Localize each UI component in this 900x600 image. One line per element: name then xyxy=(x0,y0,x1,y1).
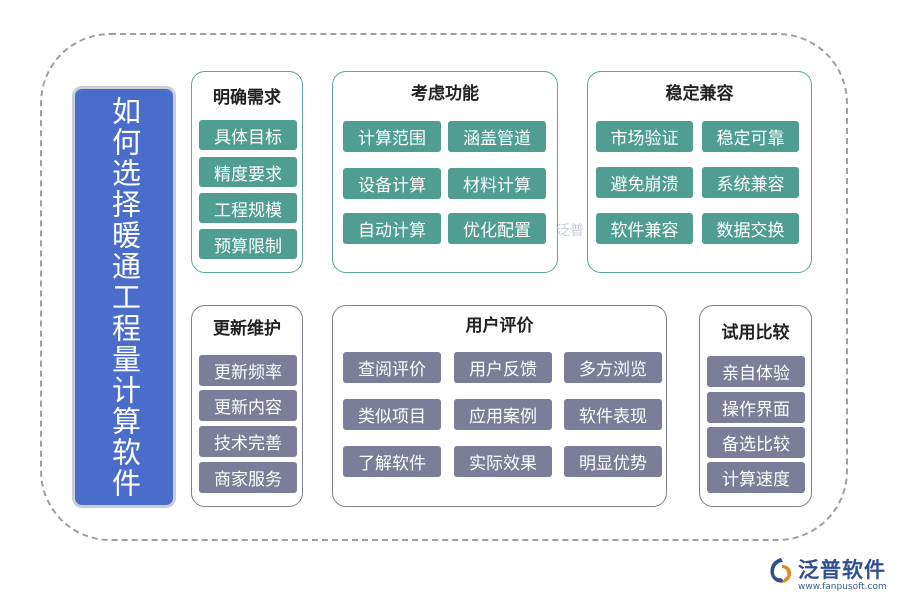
item-chip: 材料计算 xyxy=(448,168,546,199)
item-chip: 系统兼容 xyxy=(702,167,799,198)
item-chip: 更新频率 xyxy=(199,355,297,386)
item-chip: 涵盖管道 xyxy=(448,121,546,152)
item-chip: 更新内容 xyxy=(199,390,297,421)
item-chip: 操作界面 xyxy=(707,392,805,423)
item-chip: 精度要求 xyxy=(199,157,297,187)
item-chip: 类似项目 xyxy=(343,399,441,430)
item-chip: 查阅评价 xyxy=(343,352,441,383)
brand-name: 泛普软件 xyxy=(798,558,886,582)
brand-url: www.fanpusoft.com xyxy=(798,582,887,592)
item-chip: 用户反馈 xyxy=(454,352,552,383)
item-chip: 商家服务 xyxy=(199,462,297,493)
item-chip: 工程规模 xyxy=(199,193,297,223)
group-title: 更新维护 xyxy=(213,319,281,339)
item-chip: 应用案例 xyxy=(454,399,552,430)
brand-logo-icon xyxy=(770,558,792,583)
group-features: 考虑功能 计算范围 涵盖管道 设备计算 材料计算 自动计算 优化配置 xyxy=(332,71,558,273)
group-title: 稳定兼容 xyxy=(665,84,734,104)
group-stability: 稳定兼容 市场验证 稳定可靠 避免崩溃 系统兼容 软件兼容 数据交换 xyxy=(587,71,812,273)
item-chip: 计算速度 xyxy=(707,462,805,493)
watermark: 泛普 xyxy=(556,223,584,239)
main-title-box: 如何选择暖通工程量计算软件 xyxy=(72,86,176,508)
item-chip: 备选比较 xyxy=(707,427,805,458)
item-chip: 市场验证 xyxy=(596,121,693,152)
group-title: 试用比较 xyxy=(721,323,790,343)
item-chip: 软件兼容 xyxy=(596,213,693,244)
item-chip: 自动计算 xyxy=(343,213,441,244)
item-chip: 预算限制 xyxy=(199,229,297,259)
item-chip: 多方浏览 xyxy=(564,352,662,383)
item-chip: 软件表现 xyxy=(564,399,662,430)
group-requirements: 明确需求 具体目标 精度要求 工程规模 预算限制 xyxy=(191,71,303,273)
group-title: 考虑功能 xyxy=(411,84,479,104)
group-maintenance: 更新维护 更新频率 更新内容 技术完善 商家服务 xyxy=(191,305,303,507)
brand-logo: 泛普软件 www.fanpusoft.com xyxy=(766,552,894,596)
item-chip: 技术完善 xyxy=(199,426,297,457)
item-chip: 稳定可靠 xyxy=(702,121,799,152)
item-chip: 优化配置 xyxy=(448,213,546,244)
item-chip: 避免崩溃 xyxy=(596,167,693,198)
diagram-outline xyxy=(40,33,848,541)
group-reviews: 用户评价 查阅评价 用户反馈 多方浏览 类似项目 应用案例 软件表现 了解软件 … xyxy=(332,305,667,507)
group-trial: 试用比较 亲自体验 操作界面 备选比较 计算速度 xyxy=(699,305,812,507)
main-title: 如何选择暖通工程量计算软件 xyxy=(107,95,142,499)
group-title: 明确需求 xyxy=(213,88,281,108)
item-chip: 亲自体验 xyxy=(707,356,805,387)
item-chip: 计算范围 xyxy=(343,121,441,152)
item-chip: 设备计算 xyxy=(343,168,441,199)
item-chip: 明显优势 xyxy=(564,446,662,477)
item-chip: 了解软件 xyxy=(343,446,441,477)
item-chip: 实际效果 xyxy=(454,446,552,477)
group-title: 用户评价 xyxy=(465,316,534,336)
item-chip: 具体目标 xyxy=(199,120,297,150)
item-chip: 数据交换 xyxy=(702,213,799,244)
